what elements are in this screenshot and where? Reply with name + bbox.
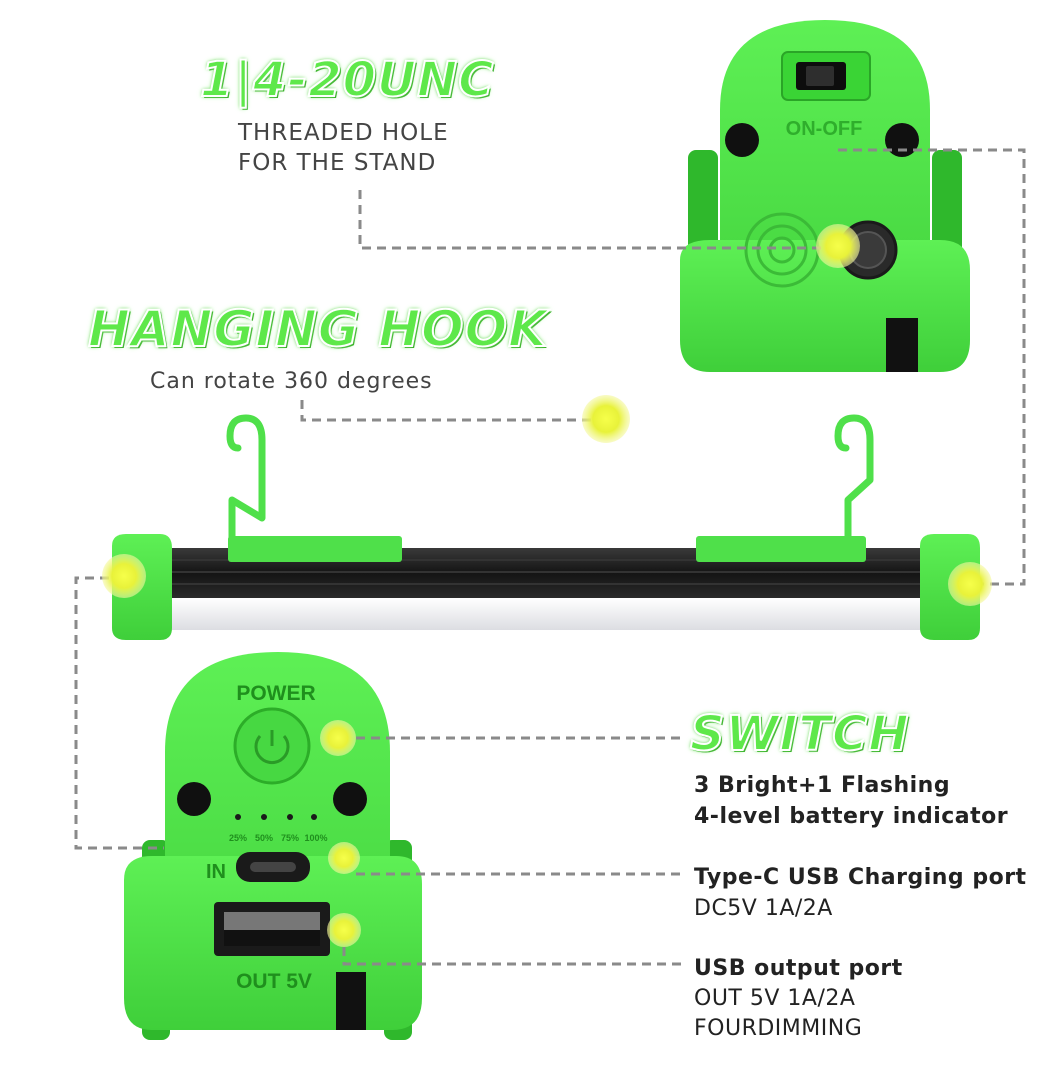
usb-title: USB output port (694, 956, 903, 981)
leader-lines (74, 148, 1026, 966)
on-off-label: ON-OFF (786, 118, 863, 140)
battery-50-label: 50% (255, 833, 273, 843)
embossed-logo (744, 212, 820, 288)
hook-headline: HANGING HOOK (87, 299, 548, 359)
left-hook (226, 414, 266, 556)
thread-line-1: THREADED HOLE (238, 120, 449, 146)
leader-hook (300, 400, 600, 422)
typec-title: Type-C USB Charging port (694, 865, 1027, 890)
switch-line-2: 4-level battery indicator (694, 804, 1009, 829)
thread-line-2: FOR THE STAND (238, 150, 437, 176)
thread-headline: 1|4-20UNC (199, 51, 495, 109)
in-label: IN (206, 861, 226, 883)
highlight-dots (102, 224, 992, 947)
hook-subtitle: Can rotate 360 degrees (150, 369, 433, 394)
typec-spec: DC5V 1A/2A (694, 896, 833, 921)
usb-mode: FOURDIMMING (694, 1016, 863, 1041)
right-hook (834, 414, 874, 556)
battery-75-label: 75% (281, 833, 299, 843)
battery-25-label: 25% (229, 833, 247, 843)
end-cap-back-view (680, 20, 970, 372)
leader-front-cap (74, 576, 164, 850)
switch-line-1: 3 Bright+1 Flashing (694, 773, 951, 798)
leader-usb (342, 932, 682, 966)
switch-headline: SWITCH (689, 705, 910, 763)
usb-spec: OUT 5V 1A/2A (694, 986, 856, 1011)
screw-hole (885, 123, 919, 157)
battery-100-label: 100% (304, 833, 327, 843)
leader-back-cap (838, 148, 1026, 586)
screw-hole (725, 123, 759, 157)
power-label: POWER (236, 682, 315, 705)
light-bar (112, 414, 980, 640)
leader-thread (358, 190, 832, 250)
out-5v-label: OUT 5V (236, 970, 312, 993)
